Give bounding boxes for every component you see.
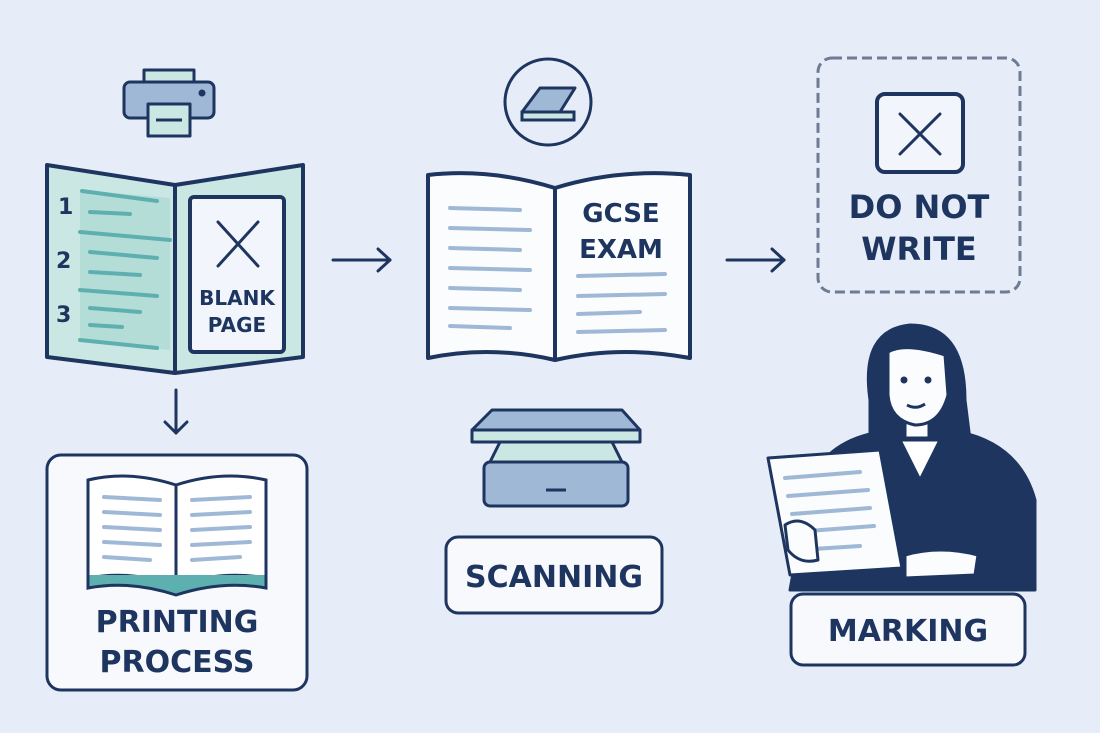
- arrow-right-icon: [331, 247, 392, 273]
- do-not-write-line1: DO NOT: [849, 188, 990, 226]
- booklet-with-blank-page: 1 2 3 BLANK PAGE: [45, 163, 305, 375]
- printer-icon: [122, 68, 216, 138]
- do-not-write-line2: WRITE: [861, 230, 977, 268]
- question-number-2: 2: [56, 249, 71, 274]
- exam-title-line2: EXAM: [579, 235, 663, 265]
- open-book-icon: [86, 474, 268, 597]
- examiner-person-illustration: [766, 323, 1037, 592]
- x-mark-icon: [898, 112, 942, 156]
- marking-label: MARKING: [828, 614, 988, 649]
- question-number-3: 3: [56, 303, 71, 328]
- printing-label-line2: PROCESS: [100, 645, 255, 680]
- x-mark-icon: [216, 220, 260, 268]
- scanner-circle-icon: [503, 57, 593, 147]
- question-number-1: 1: [58, 195, 73, 220]
- printing-label-line1: PRINTING: [96, 605, 259, 640]
- flatbed-scanner-icon: [470, 408, 642, 508]
- blank-page-text-line2: PAGE: [208, 313, 266, 337]
- blank-page-text-line1: BLANK: [199, 286, 276, 310]
- arrow-right-icon: [725, 247, 786, 273]
- arrow-down-icon: [163, 388, 189, 435]
- gcse-exam-booklet: GCSE EXAM: [426, 171, 692, 362]
- scanning-label-card: SCANNING: [444, 535, 664, 615]
- marking-label-card: MARKING: [789, 592, 1027, 667]
- scanning-label: SCANNING: [465, 560, 643, 595]
- do-not-write-card: DO NOT WRITE: [816, 56, 1022, 294]
- exam-title-line1: GCSE: [582, 199, 659, 229]
- printing-process-card: PRINTING PROCESS: [45, 453, 309, 692]
